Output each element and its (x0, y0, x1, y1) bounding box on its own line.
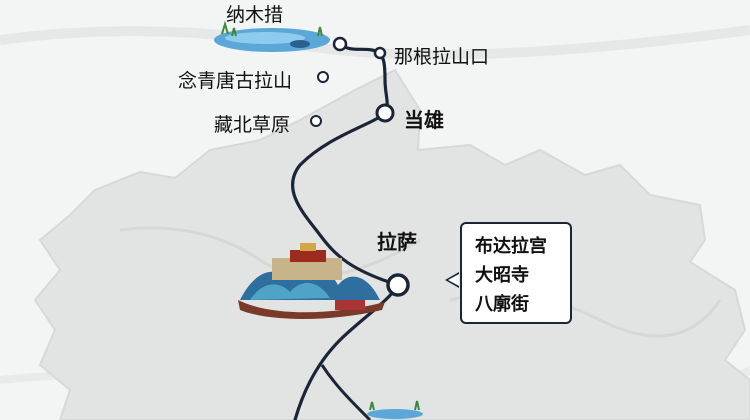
attraction-item: 八廓街 (475, 294, 529, 314)
lhasa-label: 拉萨 (377, 232, 417, 254)
potala-palace-illustration (238, 243, 385, 319)
bottom-lake-illustration (367, 400, 423, 419)
nyenchen-label: 念青唐古拉山 (178, 71, 293, 92)
nagenla-label: 那根拉山口 (394, 47, 490, 68)
zangbei-label: 藏北草原 (214, 115, 291, 136)
namtso-lake-illustration (214, 20, 330, 52)
zangbei-marker[interactable] (310, 115, 322, 127)
attraction-item: 布达拉宫 (475, 236, 547, 256)
route-branch (320, 364, 372, 420)
nyenchen-marker[interactable] (317, 71, 329, 83)
attraction-item: 大昭寺 (475, 265, 529, 285)
route-line (291, 42, 401, 420)
namtso-label: 纳木措 (226, 5, 284, 26)
nagenla-stop-marker[interactable] (373, 46, 387, 60)
callout-pointer (445, 272, 459, 288)
lhasa-stop-marker[interactable] (386, 273, 410, 297)
lhasa-attractions-callout: 布达拉宫 大昭寺 八廓街 (460, 222, 572, 324)
tibet-region-shape (33, 68, 750, 420)
damxung-stop-marker[interactable] (375, 103, 395, 123)
namtso-stop-marker[interactable] (332, 36, 348, 52)
damxung-label: 当雄 (404, 110, 444, 132)
